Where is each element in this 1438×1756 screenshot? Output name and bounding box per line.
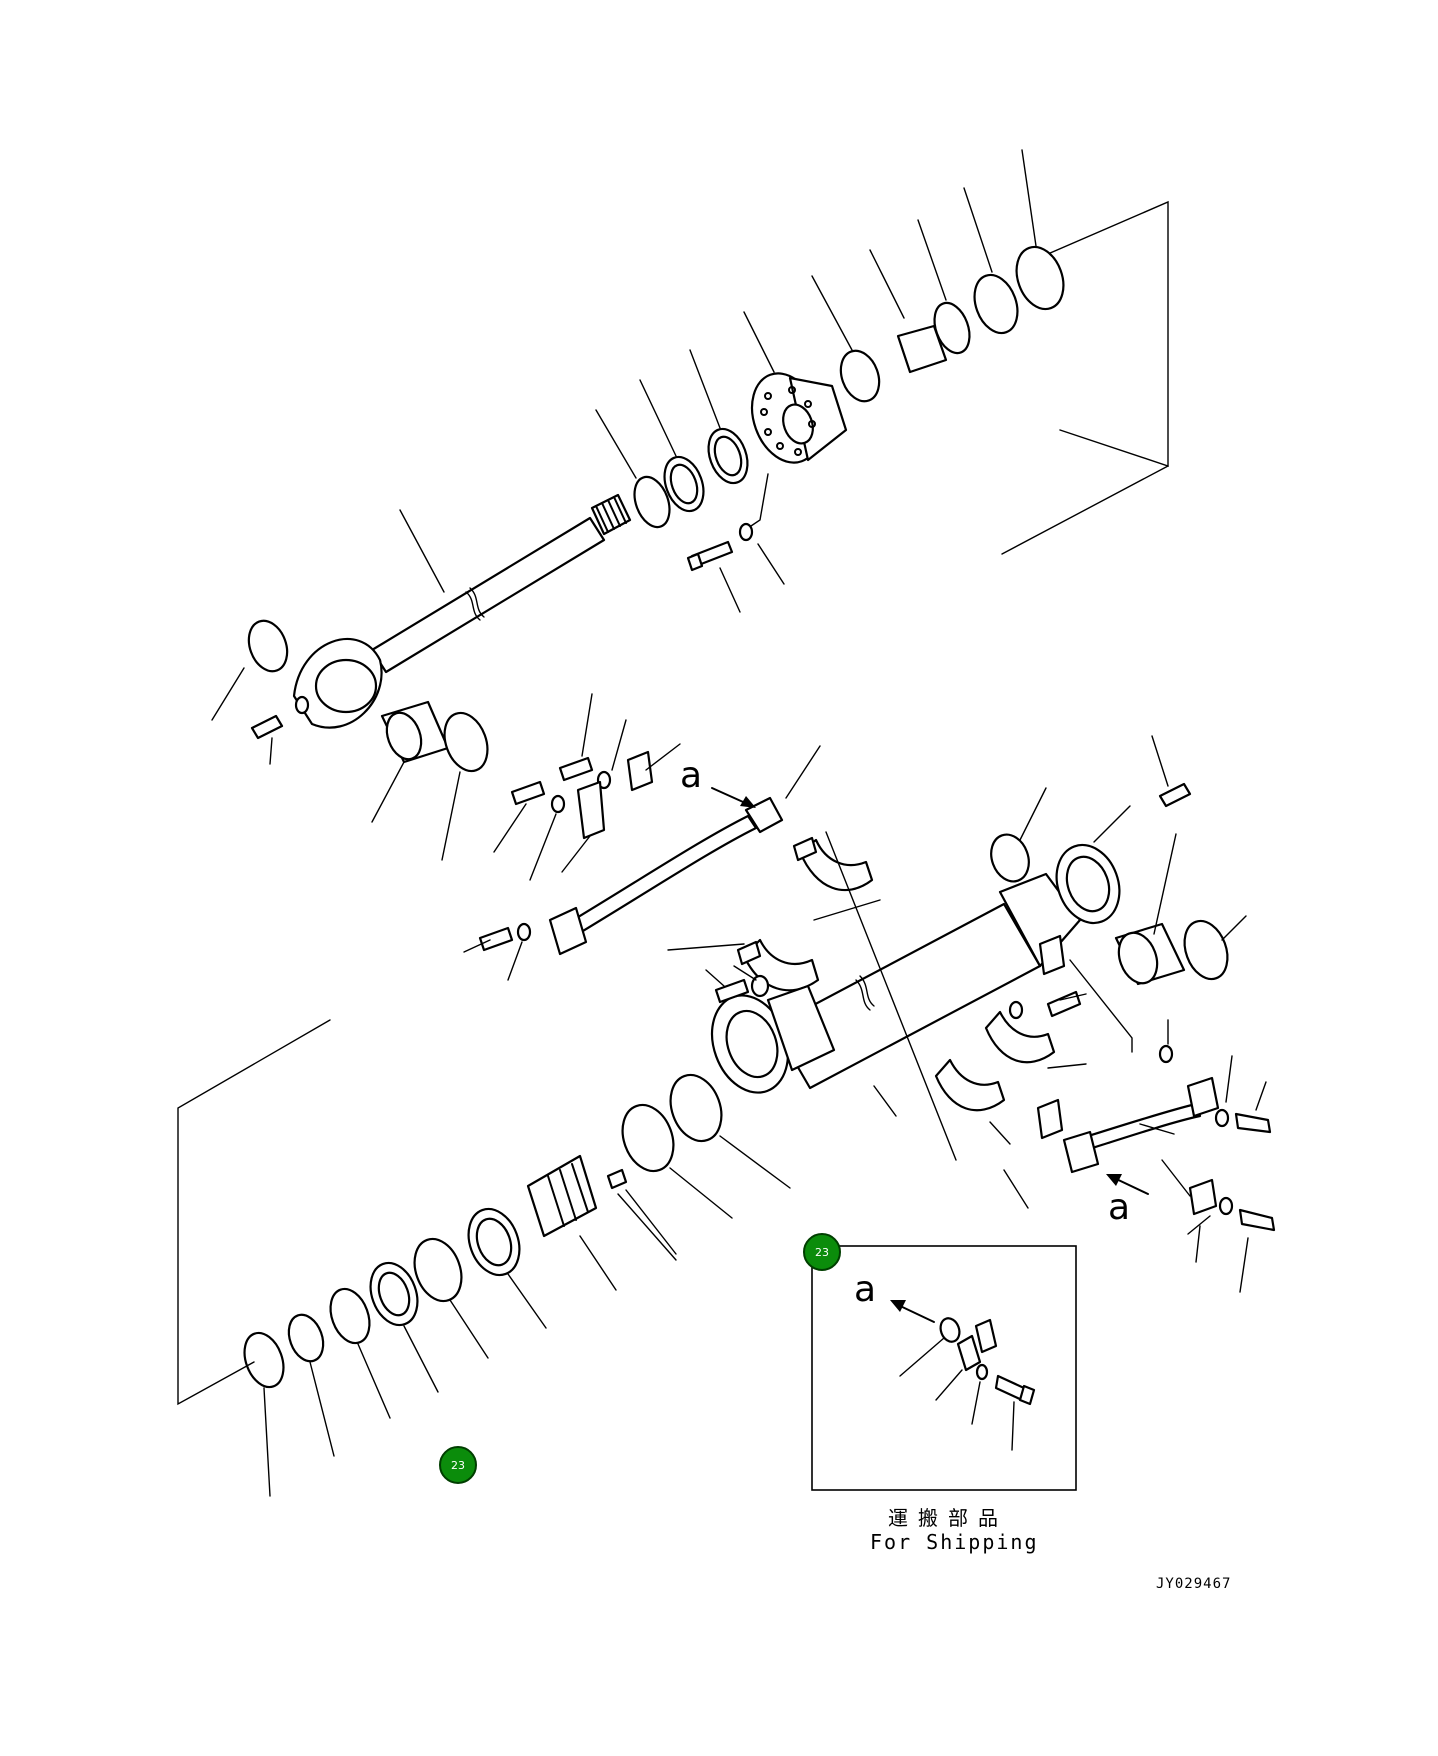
shipping-box	[811, 1245, 1077, 1491]
callout-23-shipping-badge[interactable]: 23	[803, 1233, 841, 1271]
lower-piping	[714, 974, 1276, 1232]
reference-letter-a-upper: a	[680, 755, 703, 796]
hydraulic-pipe	[548, 796, 784, 956]
tube-end-parts	[990, 782, 1229, 1064]
reference-letter-a-inset: a	[854, 1269, 877, 1310]
upper-group-bracket	[1033, 200, 1169, 467]
leader-lines-upper	[595, 149, 1037, 479]
rod-seals-upper	[633, 245, 1065, 529]
cylinder-head	[750, 372, 848, 464]
shipping-label-jp: 運搬部品	[888, 1506, 1008, 1530]
shipping-label-en: For Shipping	[870, 1530, 1039, 1554]
drawing-number: JY029467	[1156, 1576, 1232, 1592]
shipping-parts	[939, 1317, 1036, 1406]
piston	[243, 984, 836, 1389]
callout-23-main-badge[interactable]: 23	[439, 1446, 477, 1484]
reference-arrows	[711, 787, 1149, 1323]
leader-lines-piston	[263, 1135, 791, 1497]
lower-group-bracket	[177, 1019, 331, 1406]
piston-rod	[292, 493, 632, 729]
clamp-bolts-upper	[478, 750, 654, 952]
head-bolt	[686, 522, 754, 572]
reference-letter-a-lower: a	[1108, 1187, 1131, 1228]
rod-end-parts	[247, 619, 489, 773]
